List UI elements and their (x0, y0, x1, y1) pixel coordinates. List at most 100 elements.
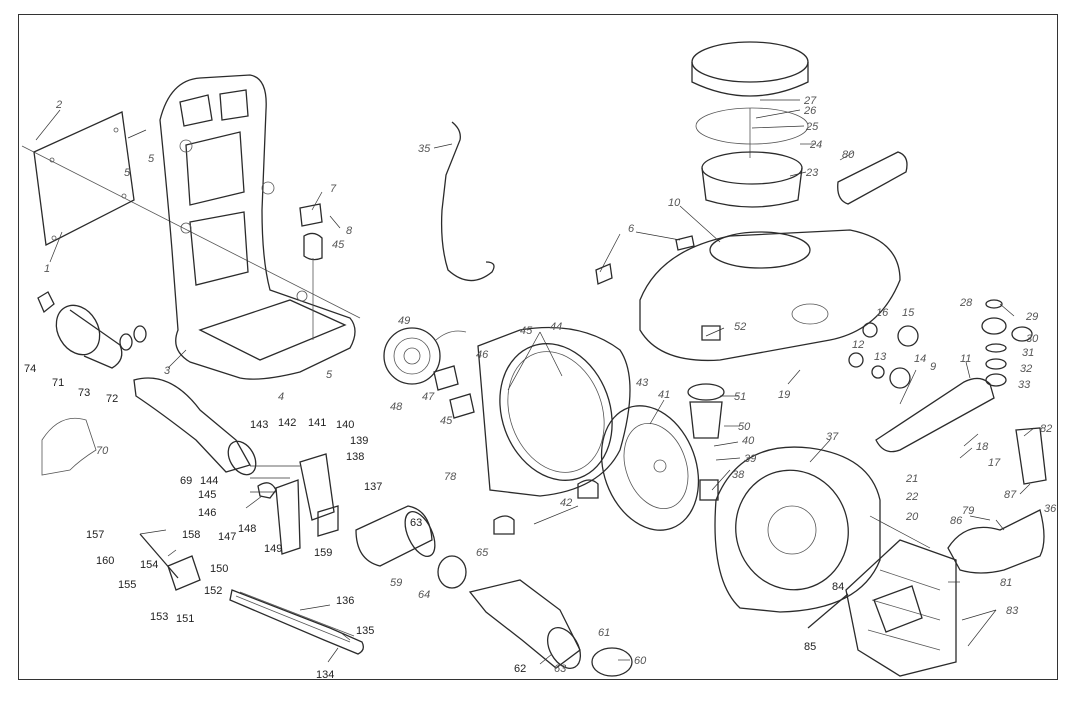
callout-5: 5 (326, 369, 333, 381)
callout-42: 42 (560, 497, 572, 509)
callout-134: 134 (316, 669, 334, 681)
engine-block-81 (845, 539, 957, 677)
pad-80 (837, 151, 908, 205)
callout-14: 14 (914, 353, 926, 365)
harness-rod (440, 121, 495, 282)
callout-139: 139 (350, 435, 368, 447)
callout-7: 7 (330, 183, 337, 195)
elbow-70 (41, 417, 97, 476)
callout-65: 65 (476, 547, 489, 559)
callout-72: 72 (106, 393, 118, 405)
callout-160: 160 (96, 555, 114, 567)
callout-143: 143 (250, 419, 268, 431)
callout-36: 36 (1044, 503, 1057, 515)
callout-84: 84 (832, 581, 844, 593)
callout-33: 33 (1018, 379, 1031, 391)
callout-141: 141 (308, 417, 326, 429)
callout-41: 41 (658, 389, 670, 401)
callout-35: 35 (418, 143, 431, 155)
backpack-frame (159, 74, 356, 380)
callout-64: 64 (418, 589, 430, 601)
callout-135: 135 (356, 625, 374, 637)
callout-147: 147 (218, 531, 236, 543)
callout-3: 3 (164, 365, 171, 377)
tube-63 (355, 505, 433, 567)
callout-39: 39 (744, 453, 756, 465)
bellows-62 (468, 579, 581, 669)
callout-83: 83 (1006, 605, 1019, 617)
callout-146: 146 (198, 507, 216, 519)
callout-140: 140 (336, 419, 354, 431)
callout-60: 60 (634, 655, 647, 667)
callout-27: 27 (803, 95, 817, 107)
callout-62: 62 (514, 663, 526, 675)
volute-housing-37 (714, 446, 881, 613)
back-plate (33, 111, 135, 246)
fan-housing-43 (477, 326, 631, 497)
callout-52: 52 (734, 321, 746, 333)
callout-22: 22 (905, 491, 918, 503)
fuel-tank (595, 229, 901, 362)
callout-49: 49 (398, 315, 410, 327)
callout-6: 6 (628, 223, 635, 235)
callout-9: 9 (930, 361, 936, 373)
callout-154: 154 (140, 559, 158, 571)
fan-cover-48 (383, 327, 441, 385)
callout-155: 155 (118, 579, 136, 591)
callout-15: 15 (902, 307, 915, 319)
callout-142: 142 (278, 417, 296, 429)
callout-21: 21 (905, 473, 918, 485)
callout-31: 31 (1022, 347, 1034, 359)
callout-12: 12 (852, 339, 864, 351)
callout-86: 86 (950, 515, 963, 527)
callout-26: 26 (803, 105, 817, 117)
impeller-41 (600, 405, 700, 531)
callout-85: 85 (804, 641, 816, 653)
callout-45: 45 (520, 325, 533, 337)
callout-79: 79 (962, 505, 974, 517)
callout-37: 37 (826, 431, 839, 443)
callout-19: 19 (778, 389, 790, 401)
callout-11: 11 (960, 353, 971, 365)
callout-25: 25 (805, 121, 819, 133)
callout-150: 150 (210, 563, 228, 575)
spiral-82 (1015, 427, 1047, 485)
callout-44: 44 (550, 321, 562, 333)
callout-45: 45 (440, 415, 453, 427)
callout-18: 18 (976, 441, 989, 453)
callout-2: 2 (55, 99, 62, 111)
callout-158: 158 (182, 529, 200, 541)
callout-144: 144 (200, 475, 218, 487)
callout-78: 78 (444, 471, 457, 483)
callout-40: 40 (742, 435, 755, 447)
callout-45: 45 (332, 239, 345, 251)
callout-159: 159 (314, 547, 332, 559)
callout-81: 81 (1000, 577, 1012, 589)
callout-59: 59 (390, 577, 402, 589)
throttle-lever-group (257, 453, 339, 555)
callout-labels: 1 2 3 4 5 5 5 6 7 8 9 10 11 12 13 14 15 … (24, 95, 1057, 681)
callout-138: 138 (346, 451, 364, 463)
callout-157: 157 (86, 529, 104, 541)
callout-46: 46 (476, 349, 489, 361)
part-drawings (21, 41, 1047, 677)
handle-tube-11 (875, 377, 995, 453)
callout-5: 5 (124, 167, 131, 179)
callout-63: 63 (410, 517, 422, 529)
leader-lines (35, 99, 1035, 665)
callout-8: 8 (346, 225, 353, 237)
callout-28: 28 (959, 297, 973, 309)
air-filter-stack (691, 41, 809, 208)
callout-23: 23 (805, 167, 819, 179)
callout-148: 148 (238, 523, 256, 535)
callout-50: 50 (738, 421, 751, 433)
callout-51: 51 (734, 391, 746, 403)
callout-82: 82 (1040, 423, 1052, 435)
callout-4: 4 (278, 391, 284, 403)
callout-47: 47 (422, 391, 435, 403)
callout-137: 137 (364, 481, 382, 493)
callout-80: 80 (842, 149, 855, 161)
callout-71: 71 (52, 377, 64, 389)
callout-87: 87 (1004, 489, 1017, 501)
